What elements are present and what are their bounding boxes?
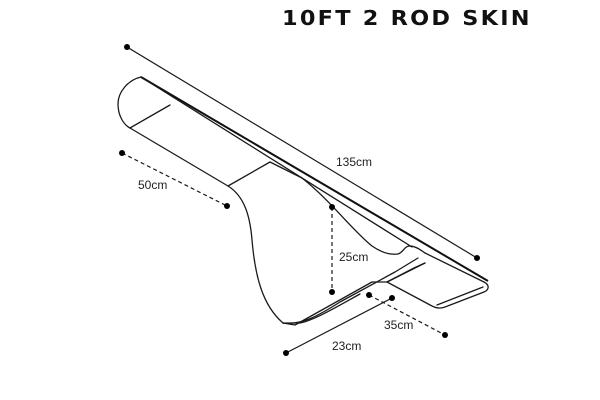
dimension-width-front: 50cm (119, 150, 230, 209)
height-label: 25cm (339, 250, 368, 264)
width-back-label: 23cm (332, 339, 361, 353)
rod-skin-shape (117, 76, 489, 326)
pocket-length-label: 35cm (384, 318, 413, 332)
length-label: 135cm (336, 155, 372, 169)
dimension-length: 135cm (124, 44, 480, 261)
diagram-title: 10FT 2 ROD SKIN (282, 6, 532, 30)
dimension-pocket-length: 35cm (366, 292, 448, 338)
dimension-height: 25cm (329, 204, 368, 295)
dimension-width-back: 23cm (283, 295, 395, 356)
width-front-label: 50cm (138, 178, 167, 192)
